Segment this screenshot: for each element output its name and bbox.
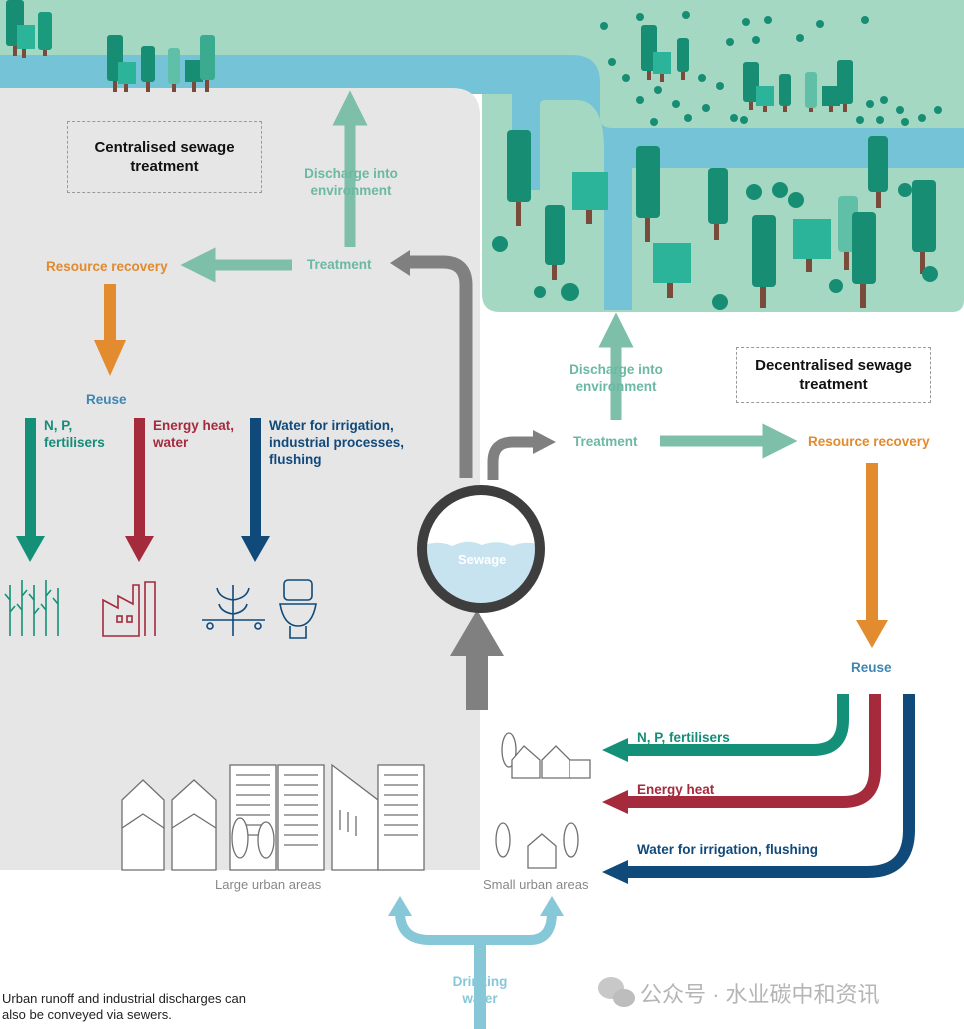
tree-icon	[200, 35, 215, 92]
centralised-zone	[0, 88, 480, 870]
resource-recovery-label-centralised: Resource recovery	[46, 259, 168, 274]
tree-icon	[168, 48, 180, 92]
crop-icon	[4, 580, 59, 636]
sewage-label: Sewage	[458, 552, 507, 567]
energy-label-centralised: Energy heat, water	[153, 418, 235, 450]
energy-arrow	[125, 536, 154, 562]
tree-icon	[912, 180, 936, 274]
tree-icon	[708, 168, 728, 240]
energy-return-arrow	[626, 694, 881, 808]
tree-icon	[852, 212, 876, 308]
tree-icon	[545, 205, 565, 280]
tree-icon	[752, 215, 776, 308]
discharge-label-decentralised: Discharge into environment	[569, 362, 663, 394]
tree-icon	[507, 130, 531, 226]
tree-icon	[653, 52, 671, 82]
tree-icon	[837, 60, 853, 112]
footnote: Urban runoff and industrial discharges c…	[2, 991, 247, 1022]
tree-icon	[636, 146, 660, 242]
water-return-arrow	[626, 694, 915, 878]
centralised-title: Centralised sewage treatment	[67, 121, 262, 193]
treatment-label-decentralised: Treatment	[573, 434, 638, 449]
npk-return-arrow	[626, 694, 849, 756]
tree-icon	[572, 172, 608, 224]
tree-icon	[779, 74, 791, 112]
treatment-label-centralised: Treatment	[307, 257, 372, 272]
tree-icon	[677, 38, 689, 80]
decentralised-title: Decentralised sewage treatment	[736, 347, 931, 403]
water-arrow	[241, 536, 270, 562]
tree-icon	[653, 243, 691, 298]
reuse-arrow-decentralised	[856, 620, 888, 648]
sewage-inflow-arrow	[450, 610, 504, 656]
water-label-decentralised: Water for irrigation, flushing	[637, 842, 818, 857]
tree-icon	[822, 86, 840, 112]
tree-icon	[793, 219, 831, 272]
large-city-icon	[121, 763, 425, 871]
watermark: 公众号 · 水业碳中和资讯	[640, 982, 880, 1007]
plant-irrigation-icon	[202, 585, 265, 636]
water-label-centralised: Water for irrigation, industrial process…	[269, 418, 405, 467]
trees	[6, 0, 936, 308]
river	[0, 55, 964, 310]
tree-icon	[118, 62, 136, 92]
tree-icon	[38, 12, 52, 56]
reuse-arrow-centralised	[94, 340, 126, 376]
drinking-water-arrows	[388, 896, 564, 1029]
sewage-to-decentral-treatment	[487, 436, 536, 480]
npk-label-decentralised: N, P, fertilisers	[637, 730, 730, 745]
factory-icon	[102, 581, 156, 637]
small-urban-label: Small urban areas	[483, 877, 589, 892]
tree-icon	[185, 60, 203, 92]
tree-icon	[141, 46, 155, 92]
npk-label-centralised: N, P, fertilisers	[44, 418, 105, 450]
toilet-icon	[279, 579, 317, 639]
sewage-to-central-treatment	[406, 255, 473, 478]
tree-icon	[868, 136, 888, 208]
shrubs	[492, 11, 942, 310]
tree-icon	[756, 86, 774, 112]
resource-recovery-label-decentralised: Resource recovery	[808, 434, 930, 449]
energy-label-decentralised: Energy heat	[637, 782, 715, 797]
reuse-label-centralised: Reuse	[86, 392, 127, 407]
discharge-label-centralised: Discharge into environment	[304, 166, 398, 198]
tree-icon	[805, 72, 817, 112]
large-urban-label: Large urban areas	[215, 877, 322, 892]
small-town-icon	[495, 732, 591, 869]
drinking-water-label: Drinking water	[452, 974, 508, 1006]
sewage-tank	[417, 485, 545, 613]
reuse-label-decentralised: Reuse	[851, 660, 892, 675]
wechat-logo	[598, 977, 635, 1007]
tree-icon	[743, 62, 759, 110]
npk-arrow	[16, 536, 45, 562]
tree-icon	[17, 25, 35, 58]
